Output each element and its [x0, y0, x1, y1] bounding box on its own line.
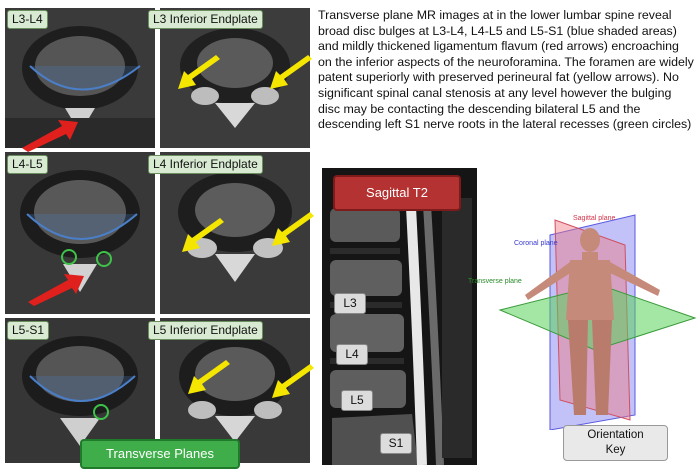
- label-l4l5: L4-L5: [7, 155, 48, 174]
- red-arrow-l4l5: [28, 274, 84, 306]
- label-l3-endplate: L3 Inferior Endplate: [148, 10, 263, 29]
- level-l4: L4: [336, 344, 368, 365]
- description-text: Transverse plane MR images at in the low…: [318, 8, 694, 132]
- level-s1: S1: [380, 433, 412, 454]
- mri-sagittal-t2: [322, 168, 477, 465]
- mri-l4l5-axial: [5, 152, 155, 314]
- yellow-arrow-l5-right: [272, 364, 314, 398]
- level-l3: L3: [334, 293, 366, 314]
- orientation-figure: [498, 214, 697, 430]
- sagittal-title: Sagittal T2: [333, 175, 461, 211]
- green-circle-l5s1: [93, 404, 109, 420]
- red-arrow-l3l4: [22, 120, 78, 152]
- yellow-arrow-l4-left: [182, 218, 224, 252]
- yellow-arrow-l5-left: [188, 360, 230, 394]
- level-l5: L5: [341, 390, 373, 411]
- mri-l5s1-axial: [5, 318, 155, 463]
- green-circle-l4l5-left: [61, 249, 77, 265]
- green-circle-l4l5-right: [96, 251, 112, 267]
- label-l5s1: L5-S1: [7, 321, 50, 340]
- yellow-arrow-l4-right: [272, 212, 314, 246]
- sagittal-plane-label: Sagittal plane: [573, 215, 616, 222]
- label-l5-endplate: L5 Inferior Endplate: [148, 321, 263, 340]
- transverse-plane-label: Transverse plane: [468, 278, 522, 285]
- mri-l3l4-axial: [5, 8, 155, 148]
- transverse-planes-banner: Transverse Planes: [80, 439, 240, 469]
- yellow-arrow-l3-left: [178, 55, 220, 89]
- coronal-plane-label: Coronal plane: [514, 240, 558, 247]
- label-l3l4: L3-L4: [7, 10, 48, 29]
- yellow-arrow-l3-right: [270, 55, 312, 89]
- label-l4-endplate: L4 Inferior Endplate: [148, 155, 263, 174]
